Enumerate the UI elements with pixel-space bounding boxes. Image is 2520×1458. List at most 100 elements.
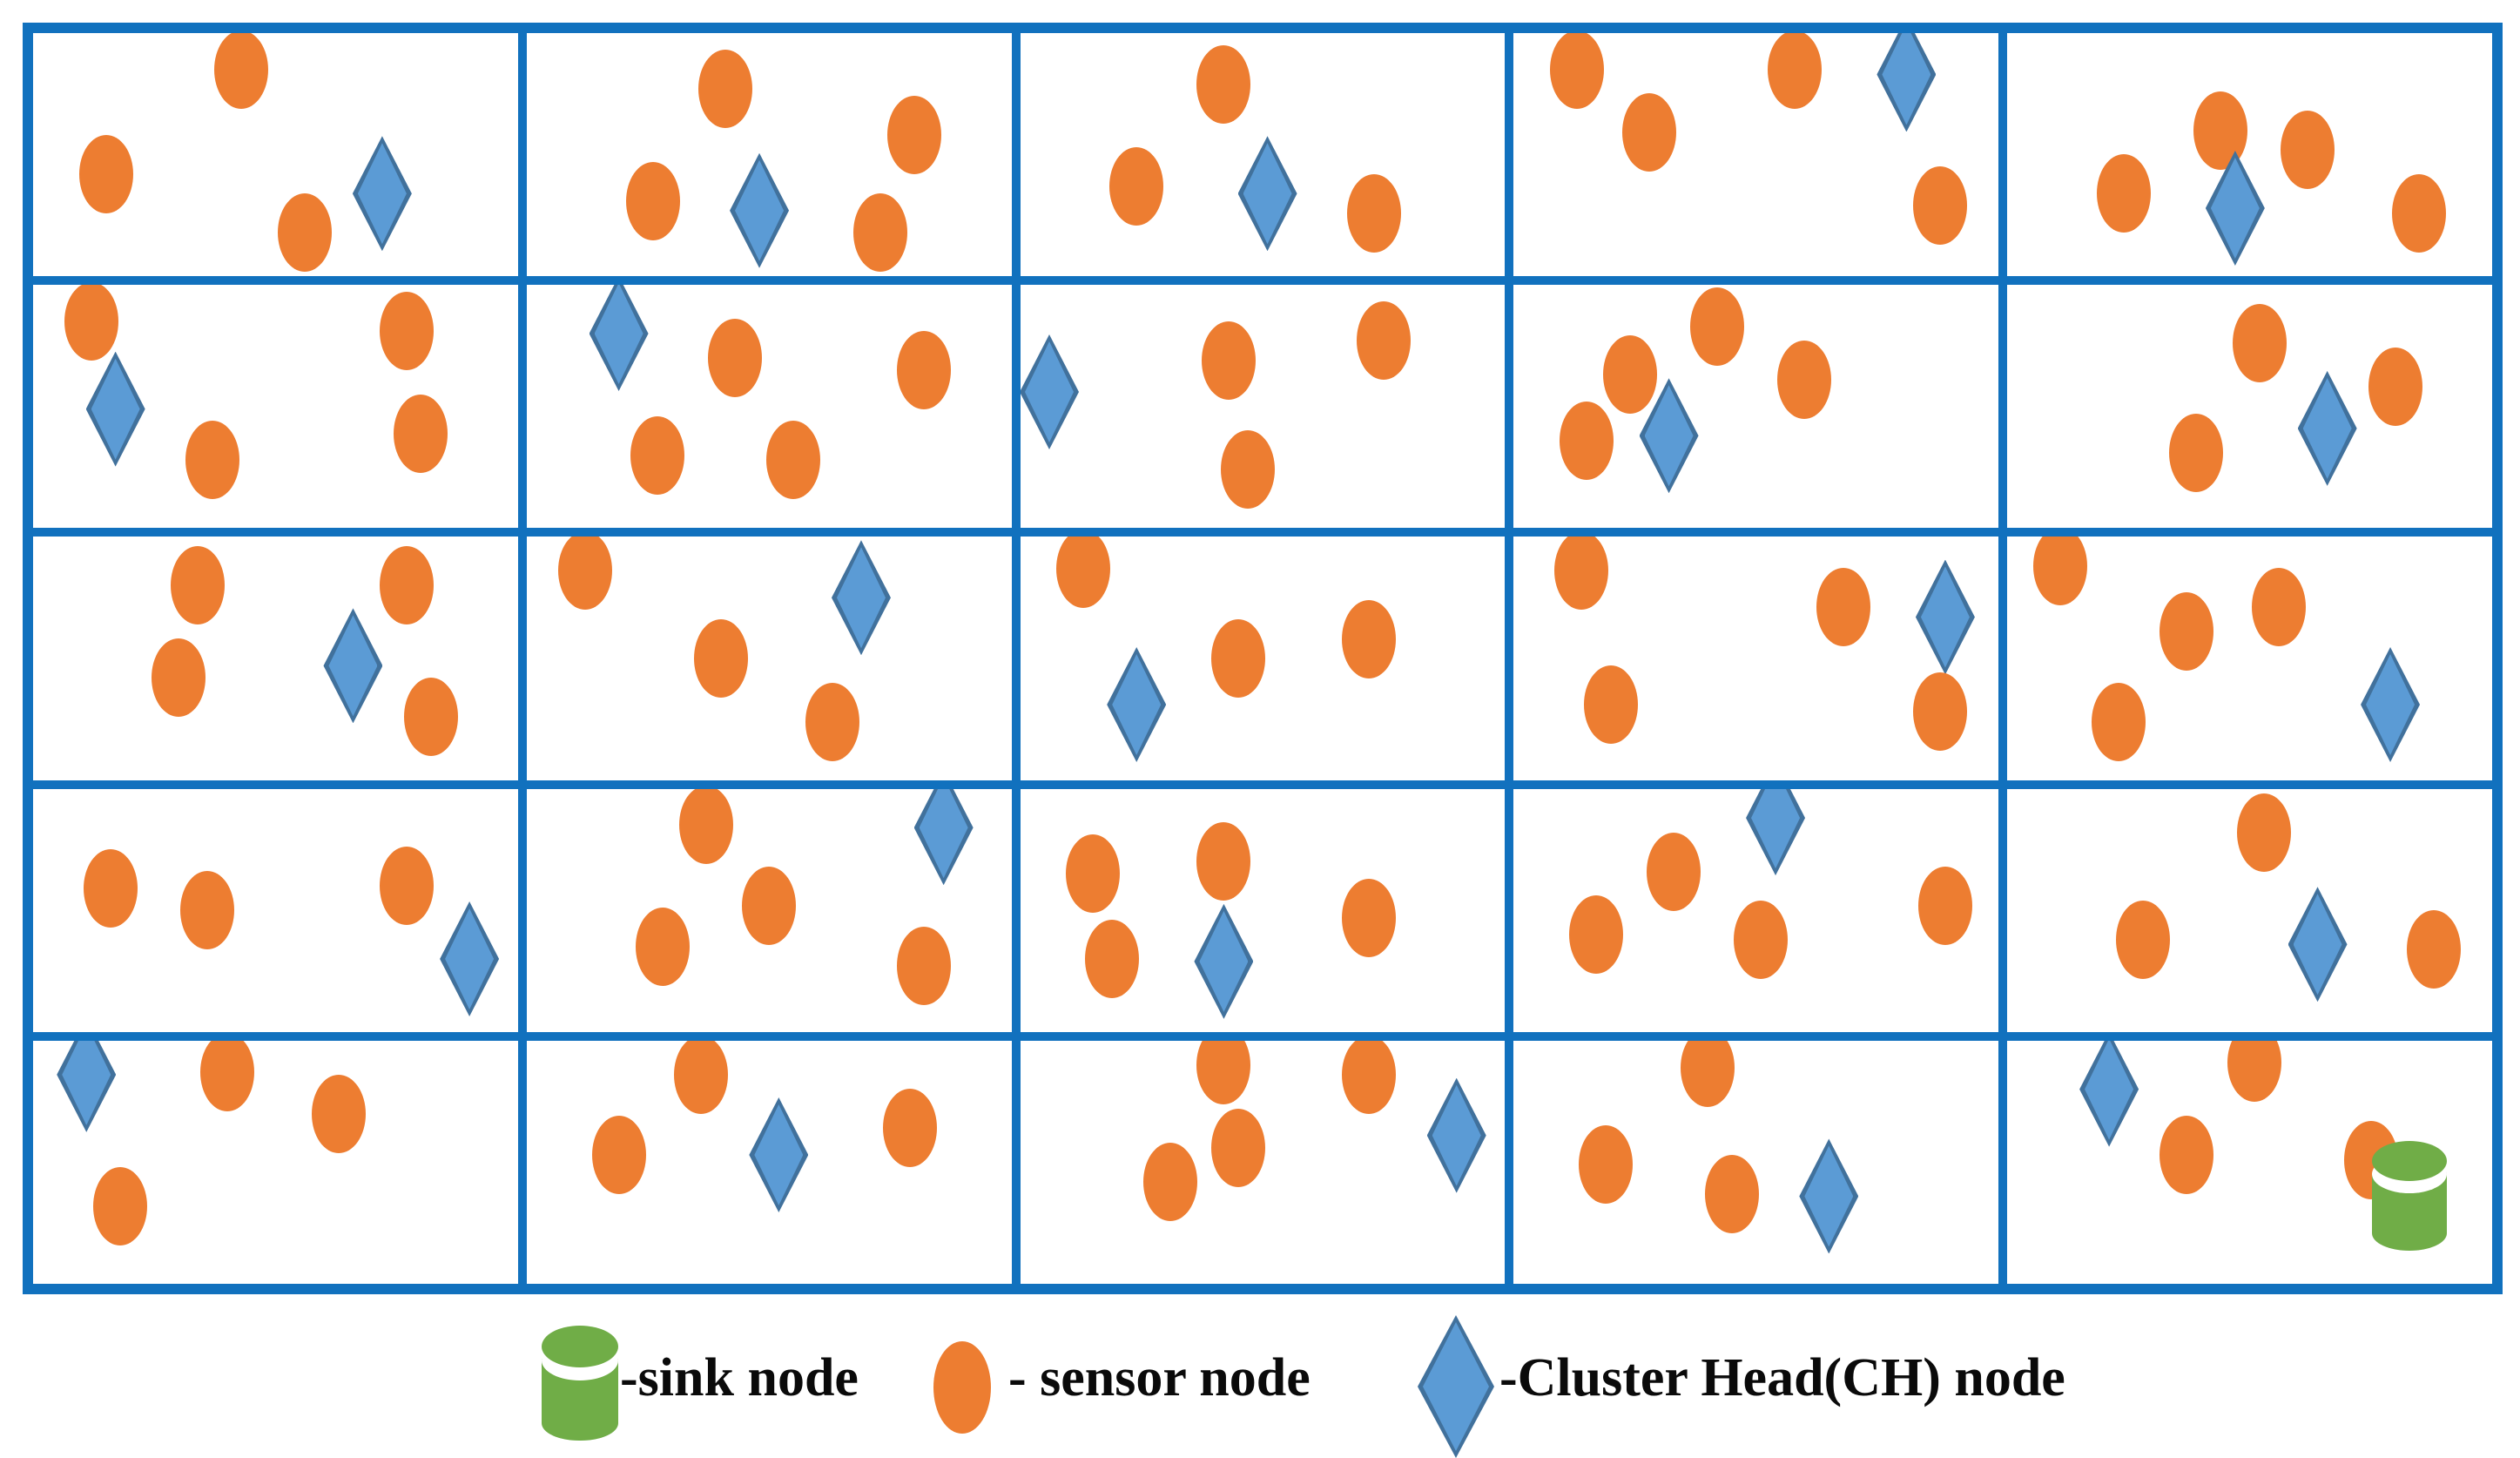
sensor-node bbox=[180, 871, 235, 950]
sensor-node bbox=[897, 330, 952, 409]
sensor-node bbox=[1690, 287, 1745, 366]
grid-cell-r2-c3 bbox=[1509, 532, 2004, 785]
cluster-head-node bbox=[1107, 647, 1166, 762]
sensor-node bbox=[625, 161, 680, 240]
sensor-node bbox=[2160, 1116, 2214, 1195]
grid-cell-r2-c0 bbox=[29, 532, 522, 785]
cluster-head-icon bbox=[1418, 1315, 1494, 1458]
sensor-node bbox=[379, 546, 434, 625]
cluster-head-node bbox=[86, 352, 145, 467]
sensor-node bbox=[2160, 592, 2214, 672]
sensor-node bbox=[171, 546, 226, 625]
sensor-node bbox=[1734, 900, 1789, 979]
sensor-node bbox=[2096, 154, 2151, 233]
cluster-head-node bbox=[440, 901, 499, 1016]
sensor-node bbox=[1913, 166, 1968, 246]
sensor-node bbox=[1143, 1142, 1198, 1221]
sensor-node bbox=[2407, 909, 2462, 989]
cluster-head-node bbox=[57, 1041, 116, 1132]
sensor-node bbox=[2169, 413, 2224, 492]
sensor-node bbox=[1342, 1040, 1397, 1114]
cluster-head-node bbox=[323, 608, 382, 723]
sensor-node bbox=[557, 537, 612, 611]
grid-cell-r3-c3 bbox=[1509, 784, 2004, 1036]
grid-cell-r3-c2 bbox=[1015, 784, 1510, 1036]
sensor-node bbox=[214, 33, 269, 109]
sensor-node bbox=[2251, 568, 2306, 647]
grid-cell-r4-c0 bbox=[29, 1036, 522, 1288]
legend: -sink node - sensor node -Cluster Head(C… bbox=[0, 1313, 2520, 1455]
sensor-node bbox=[1211, 618, 1266, 698]
sensor-node bbox=[1066, 834, 1121, 914]
sink-node-icon bbox=[542, 1326, 618, 1441]
sensor-node bbox=[84, 849, 138, 928]
sensor-node bbox=[853, 192, 908, 272]
sensor-node bbox=[1109, 146, 1164, 226]
cluster-head-node bbox=[2298, 371, 2357, 486]
sensor-node bbox=[1357, 301, 1412, 381]
sensor-node bbox=[1681, 1040, 1735, 1107]
cylinder-top bbox=[542, 1326, 618, 1367]
cluster-head-node bbox=[590, 285, 649, 391]
sensor-node bbox=[1085, 920, 1140, 999]
sensor-node bbox=[2092, 682, 2146, 761]
sensor-node bbox=[277, 192, 332, 272]
sensor-node bbox=[635, 908, 690, 987]
grid-cell-r1-c2 bbox=[1015, 280, 1510, 533]
sensor-node bbox=[185, 421, 239, 500]
grid-cell-r1-c3 bbox=[1509, 280, 2004, 533]
sensor-node bbox=[1211, 1108, 1266, 1187]
legend-label-sensor-node: - sensor node bbox=[1008, 1348, 1311, 1407]
sensor-node bbox=[897, 927, 952, 1006]
sensor-node bbox=[2232, 304, 2287, 383]
cluster-head-node bbox=[914, 789, 974, 886]
sensor-node bbox=[1622, 93, 1677, 172]
cluster-head-node bbox=[2361, 647, 2420, 762]
sensor-node bbox=[742, 866, 797, 945]
sensor-node bbox=[1554, 537, 1609, 611]
sink-node bbox=[2372, 1141, 2448, 1252]
grid-cell-r0-c0 bbox=[29, 29, 522, 281]
sensor-node-icon bbox=[933, 1341, 991, 1434]
cluster-head-node bbox=[1021, 334, 1079, 449]
sensor-node bbox=[1913, 672, 1968, 752]
sensor-node bbox=[1196, 1040, 1251, 1104]
sensor-node bbox=[2281, 111, 2335, 189]
sensor-node bbox=[1579, 1125, 1634, 1205]
grid-cell-r4-c4 bbox=[2003, 1036, 2496, 1288]
sensor-node bbox=[394, 394, 448, 473]
sensor-node bbox=[698, 50, 753, 129]
sensor-node bbox=[1917, 866, 1972, 945]
cylinder-top bbox=[2372, 1141, 2448, 1182]
grid-cell-r0-c2 bbox=[1015, 29, 1510, 281]
sensor-node bbox=[1647, 832, 1701, 911]
sensor-node bbox=[805, 682, 859, 761]
cluster-head-node bbox=[2288, 887, 2348, 1002]
sensor-node bbox=[1055, 537, 1110, 608]
cluster-head-node bbox=[1746, 789, 1805, 875]
sensor-node bbox=[766, 421, 821, 500]
sensor-node bbox=[1816, 568, 1870, 647]
grid-cell-r4-c3 bbox=[1509, 1036, 2004, 1288]
grid-cell-r0-c3 bbox=[1509, 29, 2004, 281]
sensor-node bbox=[199, 1040, 254, 1112]
grid-cell-r4-c1 bbox=[522, 1036, 1016, 1288]
sensor-node bbox=[2237, 793, 2292, 872]
grid-cell-r1-c4 bbox=[2003, 280, 2496, 533]
sensor-node bbox=[93, 1166, 148, 1245]
grid-cell-r0-c1 bbox=[522, 29, 1016, 281]
cluster-head-node bbox=[1238, 136, 1297, 251]
sensor-node bbox=[1196, 44, 1251, 124]
sensor-node bbox=[1202, 321, 1257, 400]
sensor-node bbox=[693, 618, 748, 698]
sensor-node bbox=[630, 415, 685, 495]
sensor-node bbox=[2116, 900, 2171, 979]
sensor-node bbox=[2368, 348, 2422, 427]
cluster-head-node bbox=[1799, 1138, 1858, 1253]
sensor-node bbox=[1347, 173, 1402, 253]
grid-cell-r1-c1 bbox=[522, 280, 1016, 533]
sensor-node bbox=[1559, 401, 1614, 480]
cluster-head-node bbox=[730, 153, 789, 268]
cluster-head-node bbox=[1194, 904, 1253, 1019]
